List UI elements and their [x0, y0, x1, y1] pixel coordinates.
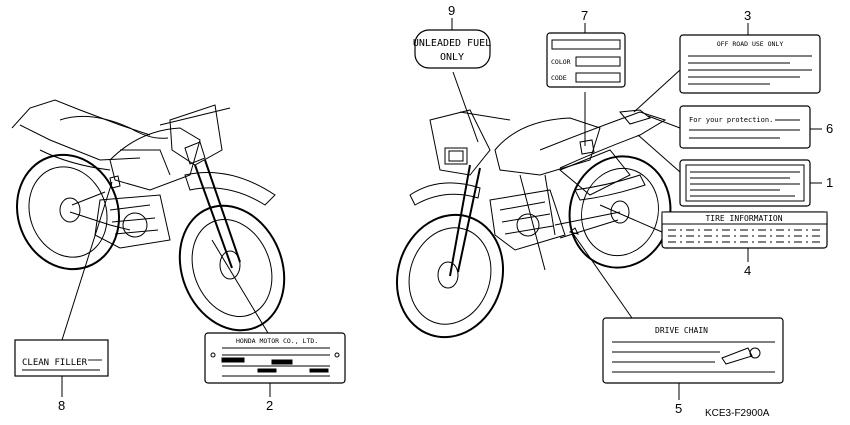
left-motorcycle-illustration — [11, 99, 286, 332]
callout-1: 1 — [826, 175, 833, 190]
label-clean-filler: CLEAN FILLER — [14, 339, 109, 377]
protection-text: For your protection. — [689, 116, 773, 124]
label-warning — [679, 159, 811, 207]
label-tire-information: TIRE INFORMATION — [661, 211, 828, 249]
color-text: COLOR — [551, 58, 571, 66]
fuel-line-1: UNLEADED FUEL — [413, 38, 491, 49]
figure-code: KCE3-F2900A — [705, 408, 770, 419]
callout-5: 5 — [675, 401, 682, 416]
fuel-line-2: ONLY — [440, 52, 464, 63]
callout-8: 8 — [58, 398, 65, 413]
drive-chain-text: DRIVE CHAIN — [655, 326, 708, 335]
callout-9: 9 — [448, 3, 455, 18]
label-color-code: COLOR CODE — [546, 32, 626, 88]
callout-4: 4 — [744, 263, 751, 278]
clean-filler-text: CLEAN FILLER — [22, 358, 88, 368]
label-maker-plate: HONDA MOTOR CO., LTD. — [204, 332, 346, 384]
maker-plate-title: HONDA MOTOR CO., LTD. — [236, 337, 318, 345]
callout-6: 6 — [826, 121, 833, 136]
label-protection: For your protection. — [679, 105, 811, 149]
right-motorcycle-illustration — [395, 109, 672, 339]
callout-2: 2 — [266, 398, 273, 413]
leader-lines — [61, 69, 681, 341]
label-unleaded-fuel: UNLEADED FUEL ONLY — [413, 29, 491, 69]
tire-info-text: TIRE INFORMATION — [705, 214, 782, 223]
label-drive-chain: DRIVE CHAIN — [602, 317, 784, 384]
callout-numbers: 1 2 3 4 5 6 7 8 9 — [58, 3, 833, 416]
label-off-road: OFF ROAD USE ONLY — [679, 34, 821, 94]
off-road-text: OFF ROAD USE ONLY — [717, 40, 784, 48]
code-text: CODE — [551, 74, 567, 82]
callout-3: 3 — [744, 8, 751, 23]
callout-7: 7 — [581, 8, 588, 23]
